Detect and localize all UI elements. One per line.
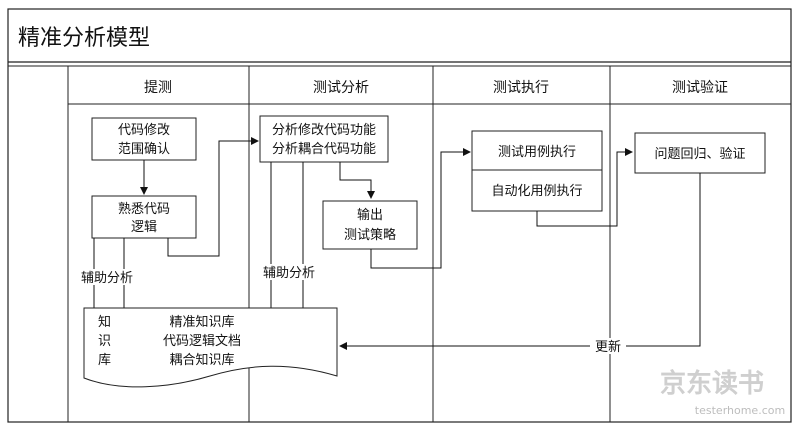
lane-header-submit: 提测 <box>144 80 172 96</box>
node-regression-verify-label: 问题回归、验证 <box>654 146 745 162</box>
node-code-change-range-line1: 代码修改 <box>118 123 170 138</box>
node-code-change-range-line2: 范围确认 <box>118 142 170 157</box>
node-execute-cases: 测试用例执行 <box>498 145 576 160</box>
node-output-strategy-line2: 测试策略 <box>344 227 396 243</box>
arrow-to-verify <box>536 148 633 227</box>
node-output-strategy <box>322 200 418 250</box>
node-analyze-functions-line1: 分析修改代码功能 <box>272 123 376 138</box>
lane-header-verification: 测试验证 <box>672 80 728 96</box>
kb-side-char-3: 库 <box>98 352 111 368</box>
update-label-bg <box>590 338 626 354</box>
node-familiar-logic-line1: 熟悉代码 <box>118 201 170 217</box>
outer-frame <box>7 8 792 423</box>
arrow-update-knowledge <box>339 173 701 350</box>
arrow-to-execute <box>370 148 471 269</box>
node-familiar-logic <box>91 195 197 239</box>
update-label: 更新 <box>595 339 621 355</box>
aux-analysis-label-1: 辅助分析 <box>81 271 133 286</box>
diagram-title: 精准分析模型 <box>18 26 150 51</box>
node-regression-verify <box>634 132 766 174</box>
node-auto-cases: 自动化用例执行 <box>491 184 582 199</box>
lane-header-analysis: 测试分析 <box>313 80 369 96</box>
kb-item-precise: 精准知识库 <box>169 314 234 330</box>
arrow-to-analyze <box>167 137 259 257</box>
node-analyze-functions <box>259 115 389 163</box>
lane-header-execution: 测试执行 <box>493 80 549 96</box>
arrow-to-output-strategy <box>339 162 375 199</box>
kb-item-coupling: 耦合知识库 <box>169 352 234 368</box>
node-execute-group <box>471 130 603 212</box>
kb-item-logic-doc: 代码逻辑文档 <box>163 334 241 349</box>
knowledge-base-document <box>83 307 338 388</box>
watermark-main: 京东读书 <box>660 368 764 399</box>
node-analyze-functions-line2: 分析耦合代码功能 <box>272 142 376 157</box>
aux-analysis-label-2: 辅助分析 <box>263 266 315 281</box>
kb-side-char-1: 知 <box>98 314 111 330</box>
aux-label-bg <box>72 269 140 285</box>
node-familiar-logic-line2: 逻辑 <box>131 220 157 235</box>
node-output-strategy-line1: 输出 <box>357 207 383 223</box>
aux-label-bg <box>254 264 324 280</box>
watermark-sub: testerhome.com <box>695 404 785 417</box>
kb-side-char-2: 识 <box>98 334 111 349</box>
